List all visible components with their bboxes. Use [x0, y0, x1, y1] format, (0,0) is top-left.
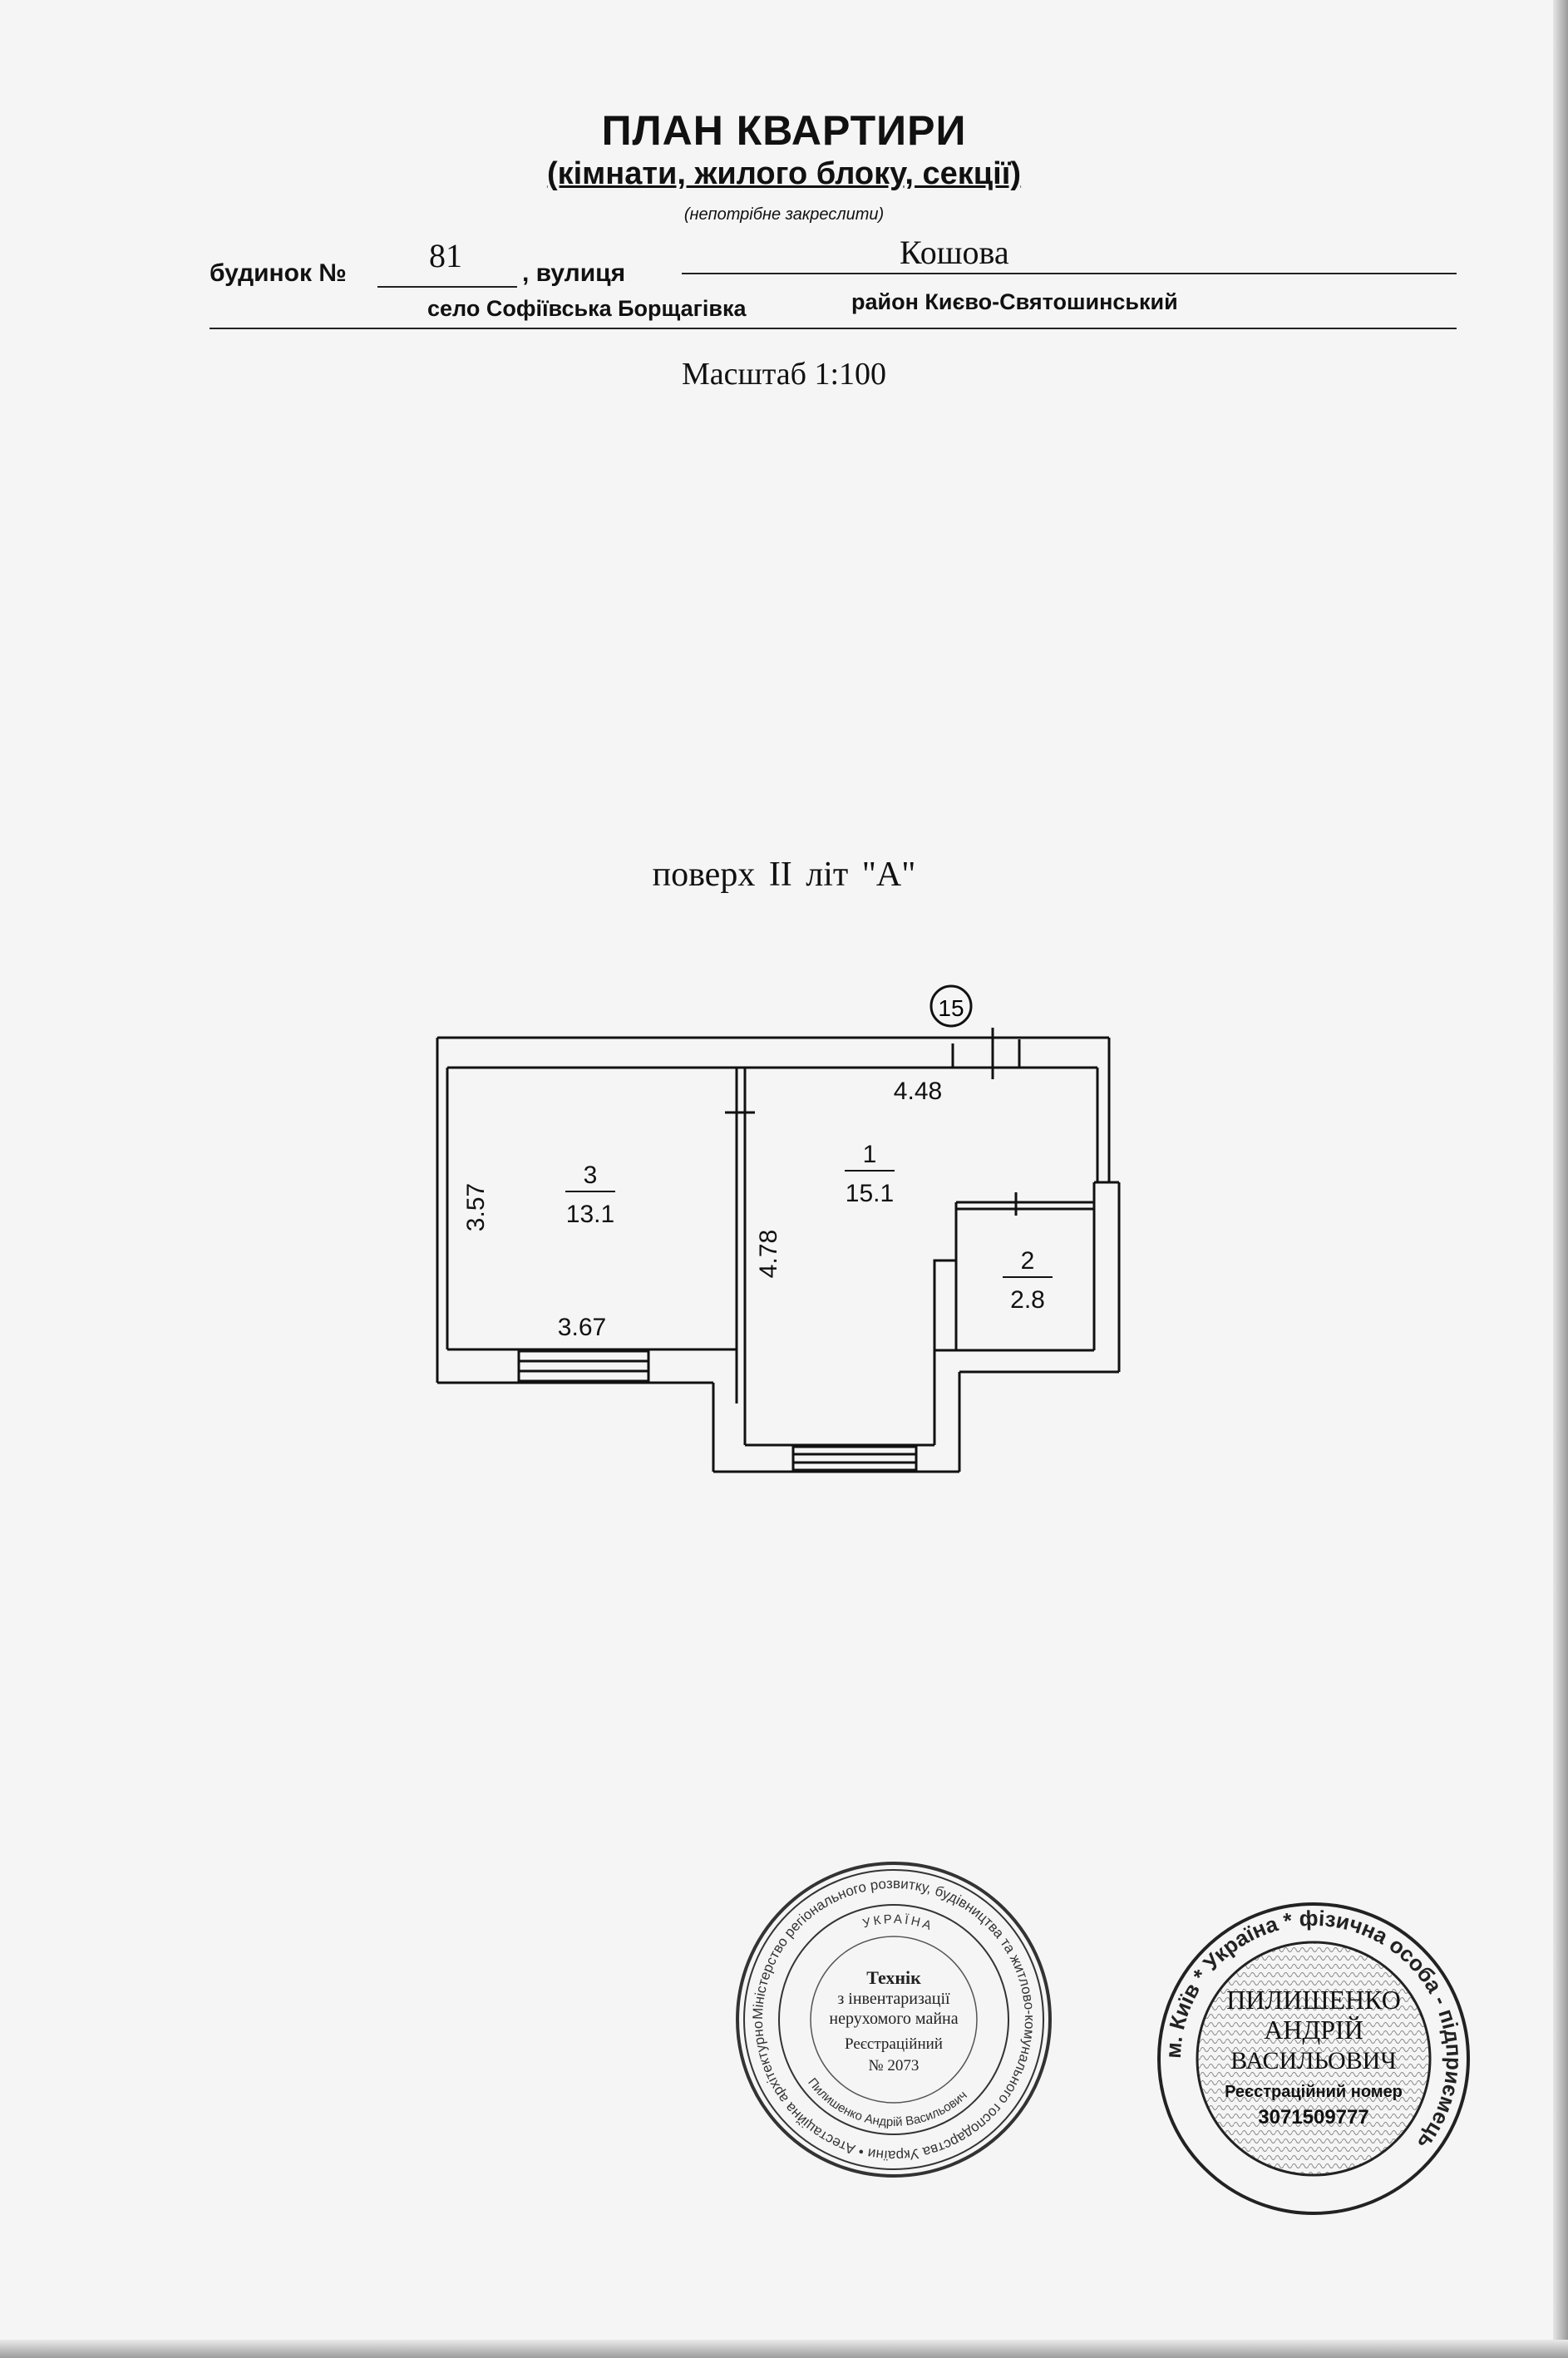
svg-text:нерухомого майна: нерухомого майна — [829, 2010, 958, 2028]
svg-text:УКРАЇНА: УКРАЇНА — [861, 1912, 935, 1934]
room-3-area: 13.1 — [566, 1201, 614, 1228]
room-2-number: 2 — [1021, 1247, 1035, 1275]
district-name: район Києво-Святошинський — [851, 289, 1178, 314]
house-number-line — [377, 286, 517, 288]
house-label: будинок № — [210, 259, 347, 287]
svg-text:№ 2073: № 2073 — [869, 2057, 920, 2074]
apartment-number-circle — [929, 984, 973, 1028]
floor-label: поверх II літ "А" — [652, 856, 916, 894]
svg-text:ПИЛИШЕНКО: ПИЛИШЕНКО — [1226, 1985, 1401, 2015]
room-1-number: 1 — [863, 1141, 877, 1168]
house-number: 81 — [429, 237, 462, 274]
svg-text:з інвентаризації: з інвентаризації — [837, 1990, 950, 2008]
svg-text:Реєстраційний: Реєстраційний — [845, 2035, 943, 2053]
street-name: Кошова — [900, 234, 1009, 271]
dimension-left-room-3: 3.57 — [462, 1183, 490, 1231]
dimension-bottom-room-3: 3.67 — [558, 1314, 606, 1341]
certification-stamp-left: Міністерство регіонального розвитку, буд… — [730, 1856, 1052, 2178]
svg-text:АНДРІЙ: АНДРІЙ — [1264, 2015, 1363, 2045]
page-edge-shadow — [1553, 0, 1568, 2358]
street-line — [682, 273, 1457, 274]
document-subtitle: (кімнати, жилого блоку, секції) — [546, 156, 1022, 191]
subtitle-note: (непотрібне закреслити) — [683, 205, 885, 224]
window-room-3 — [517, 1349, 650, 1383]
dimension-top-room-1: 4.48 — [894, 1078, 942, 1105]
entrepreneur-stamp-right: м. Київ * Україна * фізична особа - підп… — [1157, 1902, 1470, 2215]
dimension-left-room-1: 4.78 — [755, 1230, 782, 1278]
svg-text:3071509777: 3071509777 — [1258, 2106, 1368, 2129]
room-2-side-block — [933, 1259, 958, 1352]
document-title: ПЛАН КВАРТИРИ — [601, 107, 967, 154]
svg-text:Реєстраційний номер: Реєстраційний номер — [1225, 2083, 1403, 2101]
room-3-number: 3 — [584, 1162, 598, 1189]
street-label: , вулиця — [522, 259, 626, 287]
room-1-area: 15.1 — [846, 1180, 894, 1207]
window-room-1 — [791, 1445, 918, 1472]
address-line — [210, 328, 1457, 329]
svg-text:Технік: Технік — [866, 1967, 921, 1988]
svg-text:ВАСИЛЬОВИЧ: ВАСИЛЬОВИЧ — [1230, 2047, 1397, 2074]
village-name: село Софіївська Борщагівка — [427, 296, 747, 321]
room-2-area: 2.8 — [1010, 1286, 1045, 1314]
apartment-number: 15 — [938, 995, 964, 1021]
page-bottom-shadow — [0, 2340, 1568, 2358]
scale-label: Масштаб 1:100 — [681, 357, 887, 392]
